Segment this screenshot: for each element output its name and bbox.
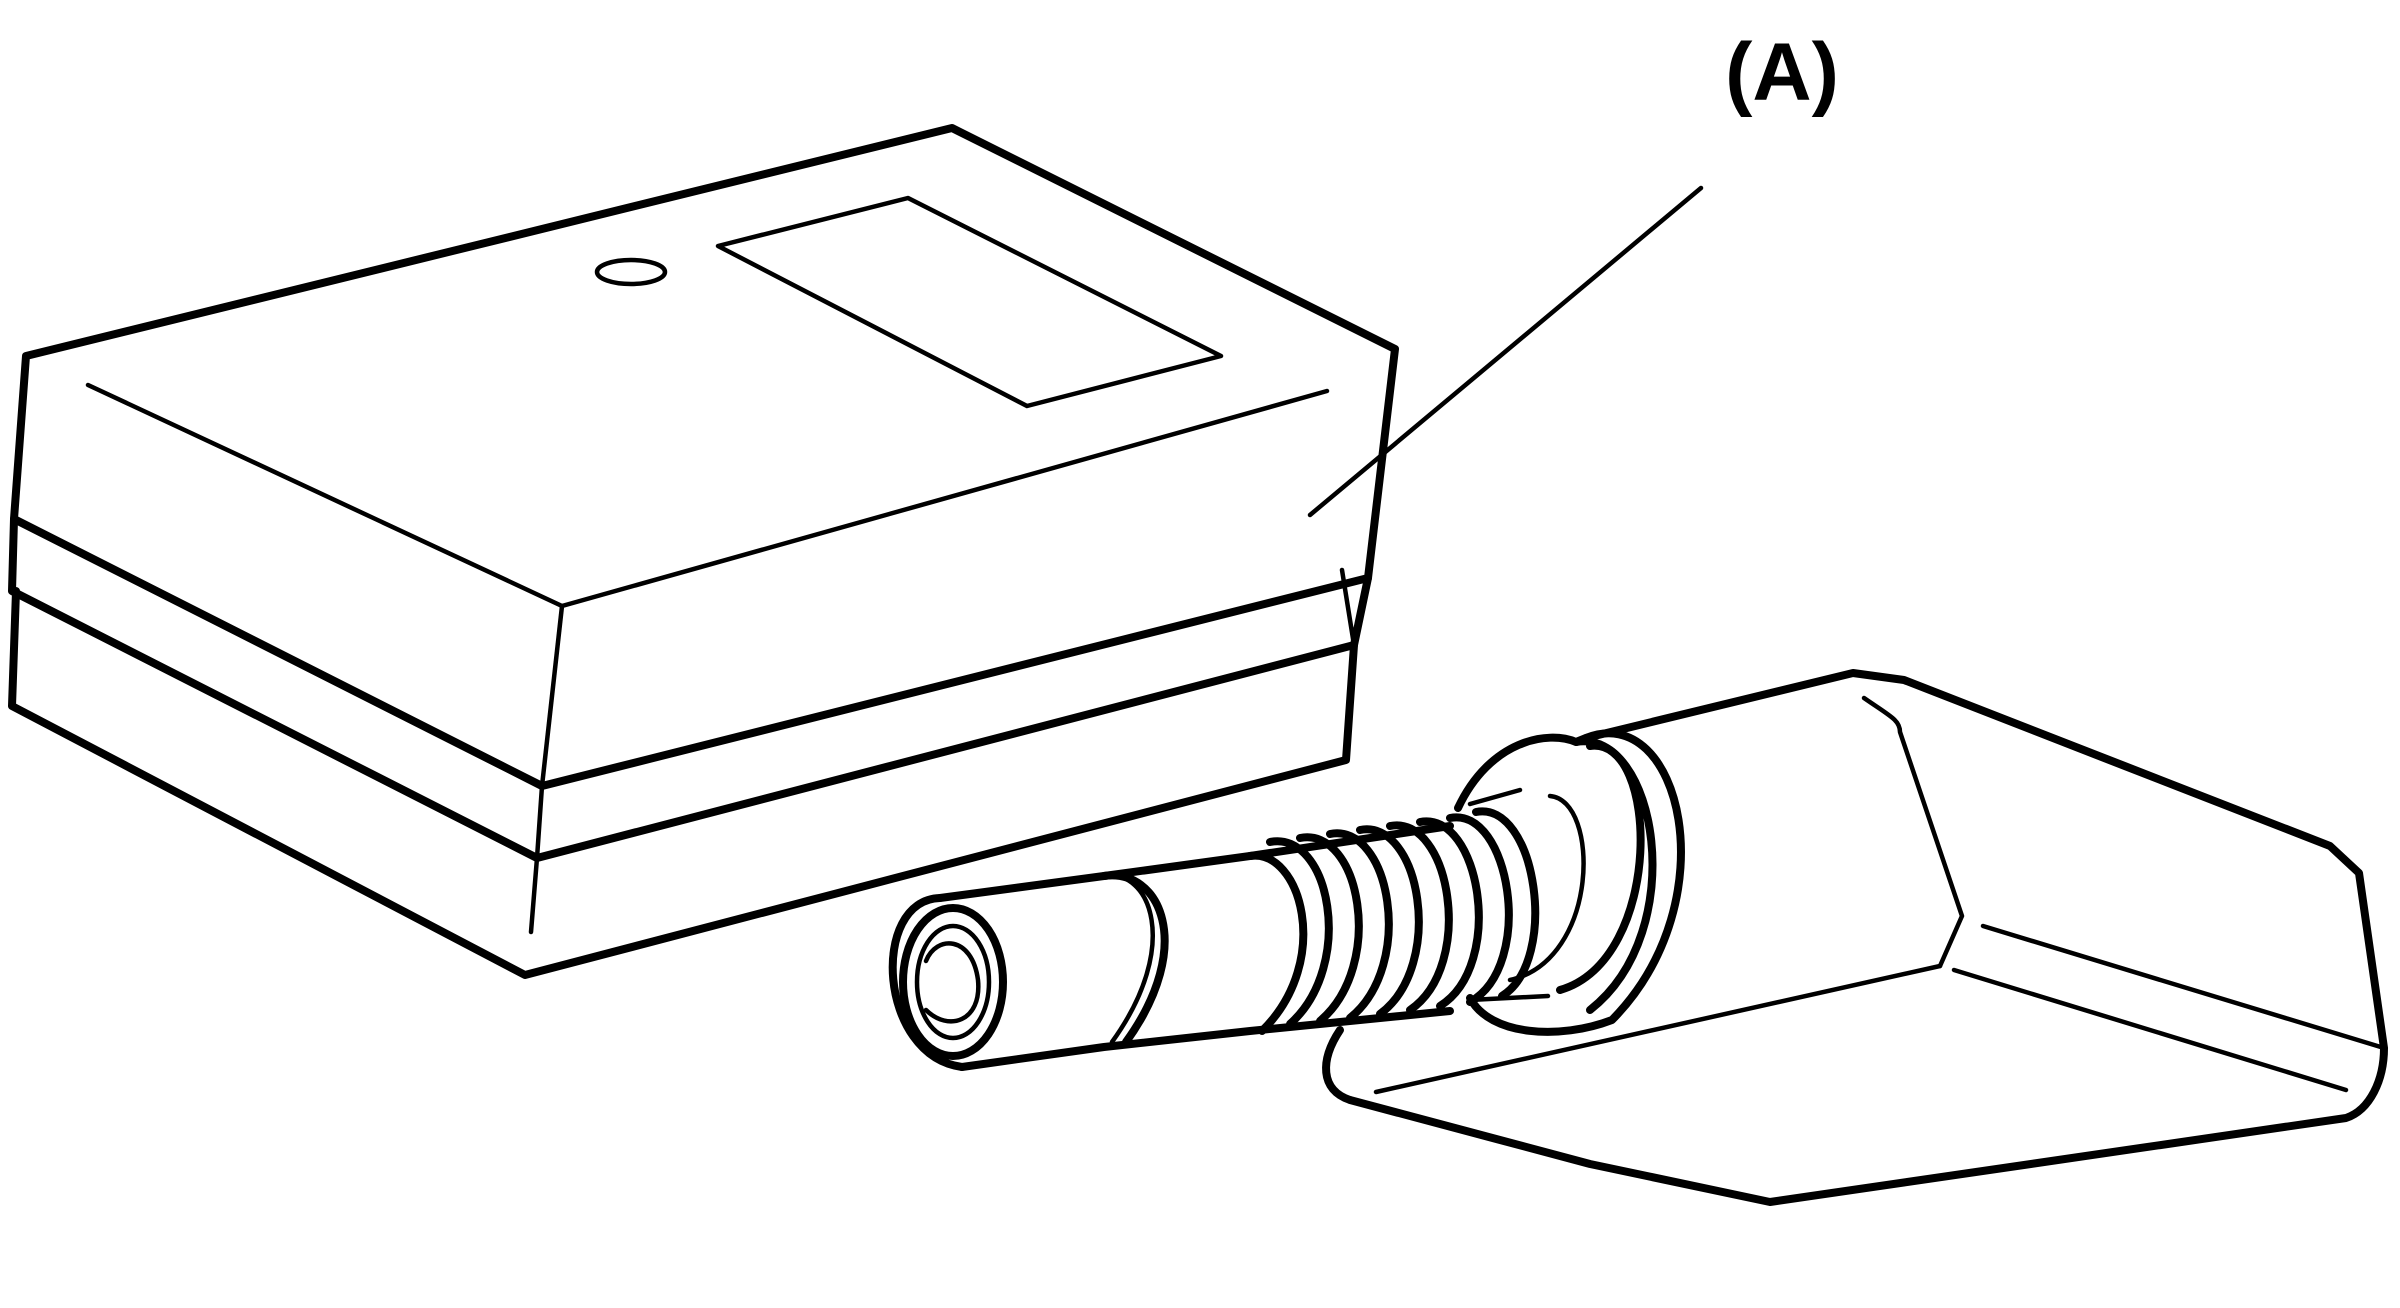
valve-stem-tip-face	[899, 904, 1007, 1060]
valve-stem-neck	[1322, 1026, 1354, 1104]
valve-stem-tip	[888, 894, 966, 1071]
sensor-box-middle-edge	[534, 567, 1357, 861]
valve-stem-collar-notch	[1467, 787, 1551, 1003]
sensor-box-hole	[594, 257, 668, 287]
valve-stem-thread-3	[1326, 829, 1393, 1022]
valve-stem-step-2	[1246, 851, 1308, 1035]
callout-leader-line	[1307, 185, 1704, 518]
valve-stem-step-1b	[1101, 873, 1155, 1045]
valve-stem-tip-opening	[923, 941, 981, 1024]
sensor-body-front-edge	[1861, 695, 1965, 969]
valve-stem-collar-ring-3	[1507, 793, 1586, 983]
sensor-box	[8, 124, 1399, 979]
sensor-body-face-line-2	[1951, 967, 2349, 1093]
callout-label: (A)	[1725, 27, 1839, 118]
valve-stem-thread-2	[1296, 833, 1363, 1025]
callout-a: (A)	[1307, 27, 1839, 518]
valve-stem	[888, 729, 1685, 1104]
valve-stem-thread-5	[1386, 821, 1453, 1014]
valve-stem-thread-7	[1446, 813, 1513, 1006]
sensor-body-face-line-1	[1980, 923, 2387, 1051]
sensor-body	[1346, 669, 2388, 1206]
valve-stem-thread-1	[1266, 837, 1333, 1028]
sensor-body-bottom-edge	[1373, 963, 1943, 1095]
valve-stem-thread-4	[1356, 825, 1423, 1018]
valve-stem-step-1	[1100, 871, 1169, 1046]
valve-stem-thread-6	[1416, 817, 1483, 1010]
valve-stem-tip-inner-ring	[914, 923, 992, 1041]
valve-stem-collar	[1454, 729, 1685, 1036]
sensor-box-top-ridge	[85, 382, 1330, 609]
valve-stem-collar-ring-2	[1556, 741, 1645, 994]
sensor-box-bottom-edge	[528, 855, 540, 935]
sensor-box-bottom-layer	[8, 587, 1358, 979]
sensor-box-front-edge	[539, 603, 565, 789]
sensor-box-label-plate	[715, 195, 1224, 409]
sensor-body-outline	[1346, 669, 2388, 1206]
